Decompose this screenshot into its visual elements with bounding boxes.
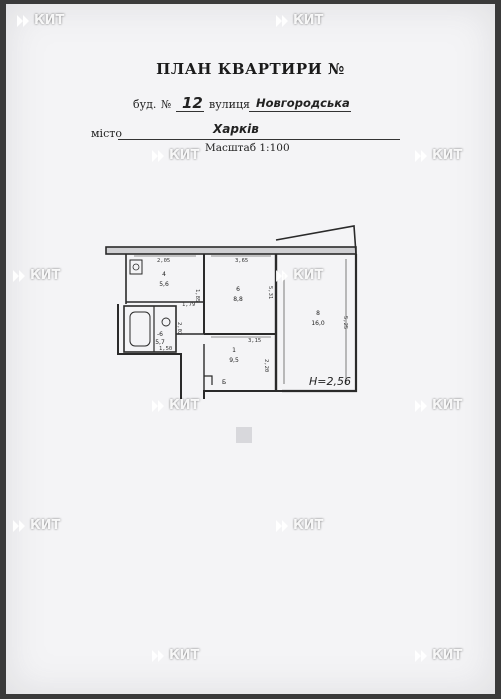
house-number-line bbox=[176, 111, 204, 112]
watermark-logo: КИТ bbox=[414, 398, 462, 413]
document-sheet: ПЛАН КВАРТИРИ № буд. № 12 вулиця Новгоро… bbox=[6, 4, 495, 694]
room-number: 6 bbox=[236, 286, 240, 293]
city-line bbox=[118, 139, 400, 140]
dim-text: 1,50 bbox=[159, 346, 172, 352]
scale-label: Масштаб 1:100 bbox=[205, 142, 290, 154]
room-area: 8,8 bbox=[233, 296, 243, 303]
dim-text: 5,31 bbox=[267, 286, 273, 299]
watermark-logo: КИТ bbox=[275, 13, 323, 28]
house-number: 12 bbox=[182, 94, 203, 112]
bathtub-fixture bbox=[129, 311, 151, 347]
room-area: 16,0 bbox=[311, 320, 325, 327]
room-number: 1 bbox=[232, 347, 236, 354]
kit-logo-icon bbox=[276, 14, 288, 27]
room-area: 5,7 bbox=[155, 339, 165, 346]
watermark-logo: КИТ bbox=[275, 518, 323, 533]
kit-logo-icon bbox=[276, 519, 288, 532]
watermark-logo: КИТ bbox=[151, 398, 199, 413]
balcony-outline bbox=[275, 225, 357, 255]
top-wall bbox=[105, 246, 357, 255]
kit-logo-icon bbox=[17, 14, 29, 27]
dim-text: 3,65 bbox=[235, 258, 248, 264]
dim-text: 1,85 bbox=[194, 289, 200, 302]
plan-title: ПЛАН КВАРТИРИ № bbox=[156, 60, 345, 78]
stove-fixture bbox=[129, 259, 143, 275]
watermark-logo: КИТ bbox=[12, 268, 60, 283]
room-area: 9,5 bbox=[229, 357, 239, 364]
kit-logo-icon bbox=[152, 399, 164, 412]
dim-text: 2,02 bbox=[176, 322, 182, 335]
bathroom-block bbox=[123, 305, 177, 353]
kit-logo-icon bbox=[13, 519, 25, 532]
kit-logo-icon bbox=[415, 399, 427, 412]
street-label: вулиця bbox=[209, 98, 250, 111]
kit-logo-icon bbox=[152, 149, 164, 162]
toilet-fixture bbox=[161, 317, 171, 327]
dim-text: 2,05 bbox=[157, 258, 170, 264]
city-label: місто bbox=[91, 127, 122, 140]
watermark-logo: КИТ bbox=[414, 148, 462, 163]
dim-text: 1,79 bbox=[182, 302, 195, 308]
dim-text: 2,20 bbox=[263, 359, 269, 372]
watermark-logo: КИТ bbox=[275, 268, 323, 283]
building-label: буд. bbox=[133, 98, 157, 111]
watermark-logo: КИТ bbox=[151, 648, 199, 663]
kit-logo-icon bbox=[415, 649, 427, 662]
number-sign: № bbox=[161, 98, 172, 111]
dim-text: 5,25 bbox=[342, 316, 348, 329]
watermark-logo: КИТ bbox=[151, 148, 199, 163]
watermark-logo: КИТ bbox=[12, 518, 60, 533]
ceiling-height: H=2,56 bbox=[309, 375, 351, 388]
kit-logo-icon bbox=[152, 649, 164, 662]
paper-speck bbox=[236, 427, 252, 443]
kit-logo-icon bbox=[415, 149, 427, 162]
watermark-logo: КИТ bbox=[16, 13, 64, 28]
room-number: -6 bbox=[157, 331, 163, 338]
balcony-label: Б bbox=[222, 379, 226, 386]
city-name: Харків bbox=[213, 122, 259, 136]
room-number: 8 bbox=[316, 310, 320, 317]
floor-plan: 2,05 3,65 1,85 1,79 3,15 2,20 5,31 5,25 … bbox=[105, 225, 358, 399]
street-line bbox=[249, 111, 351, 112]
room-area: 5,6 bbox=[159, 281, 169, 288]
dim-text: 3,15 bbox=[248, 338, 261, 344]
watermark-logo: КИТ bbox=[414, 648, 462, 663]
kit-logo-icon bbox=[13, 269, 25, 282]
room-number: 4 bbox=[162, 271, 166, 278]
street-name: Новгородська bbox=[256, 96, 350, 110]
kit-logo-icon bbox=[276, 269, 288, 282]
